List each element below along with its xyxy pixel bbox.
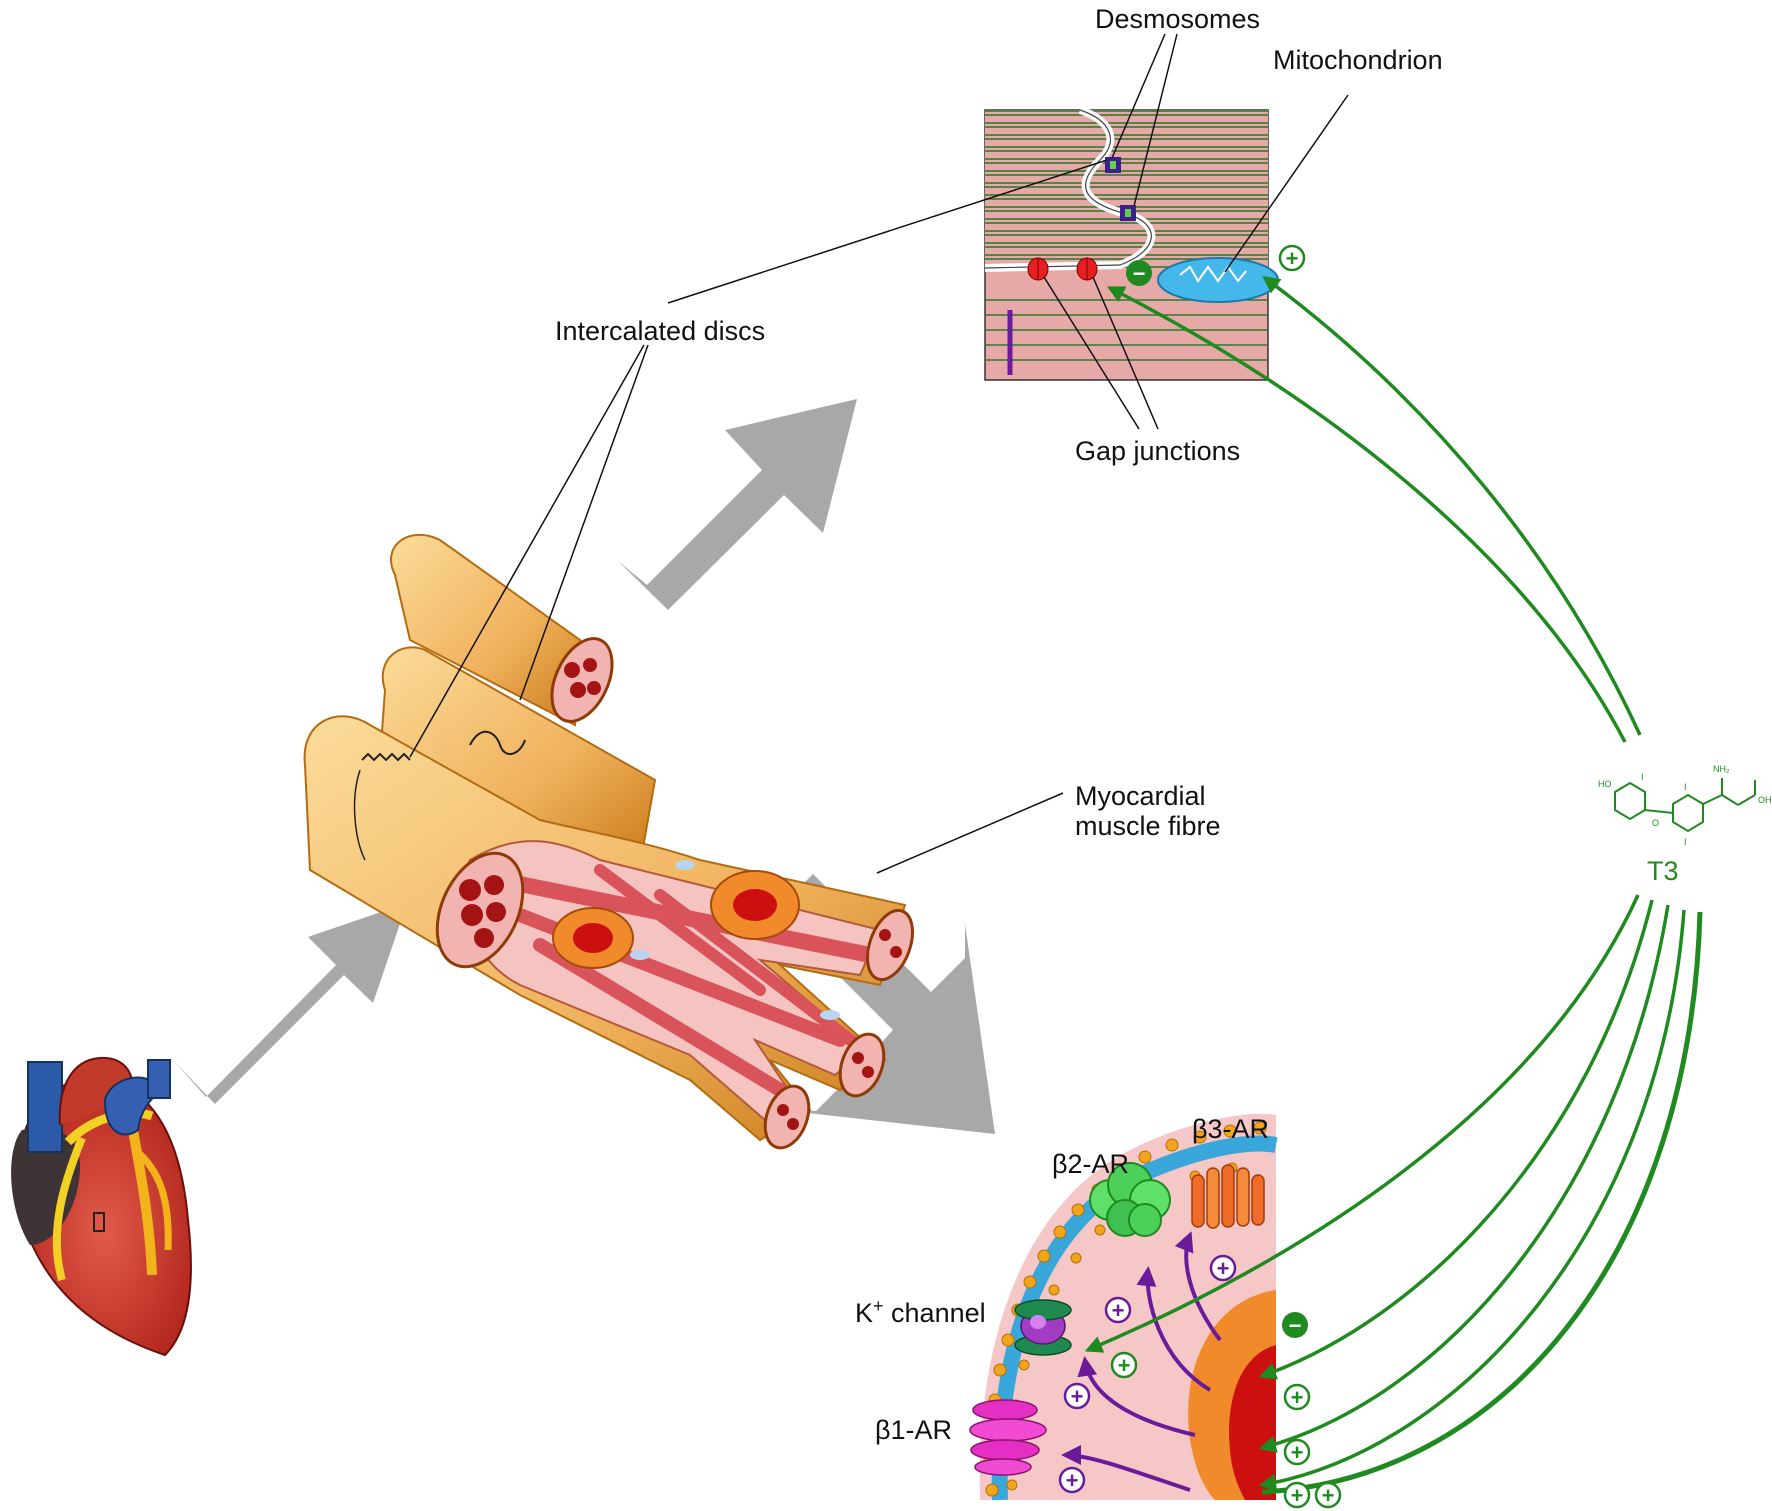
label-desmosomes: Desmosomes [1095,4,1260,34]
k-channel-icon [1014,1299,1072,1356]
t3-arrows-top [1106,275,1642,743]
gap-junction [1027,257,1049,281]
minus-text-1: − [1133,261,1146,286]
plus-minus-signs: − − + + + + + + [1058,244,1342,1509]
plus-text-p1: + [1217,1256,1230,1281]
plus-text-g4: + [1291,1440,1304,1465]
plus-text-g2: + [1118,1353,1131,1378]
minus-sign-icon-2: − [1282,1312,1308,1338]
gray-arrow-fibre-to-junctions [617,399,857,610]
myocardial-fibre [303,534,914,1150]
intercalated-disc-tissue [984,106,1279,381]
plus-sign-icon-purple-4: + [1058,1466,1086,1494]
plus-text-p2: + [1112,1298,1125,1323]
plus-sign-icon-green-6: + [1314,1481,1342,1509]
atom-nh2: NH₂ [1713,764,1730,774]
label-intercalated-discs: Intercalated discs [555,316,765,346]
minus-sign-icon-1: − [1126,260,1152,286]
plus-sign-icon-green-4: + [1283,1438,1311,1466]
gap-junction [1076,257,1098,281]
t3-arrows-bottom [1084,894,1703,1495]
label-beta2-ar: β2-AR [1052,1149,1129,1179]
plus-sign-icon-green-1: + [1278,244,1306,272]
label-gap-junctions: Gap junctions [1075,436,1240,466]
label-beta1-ar: β1-AR [875,1415,952,1445]
plus-sign-icon-purple-3: + [1063,1382,1091,1410]
plus-sign-icon-green-2: + [1110,1351,1138,1379]
atom-i-1: I [1641,772,1644,782]
label-beta3-ar: β3-AR [1192,1114,1269,1144]
plus-text-g5: + [1291,1483,1304,1508]
label-k-channel: K+ channel [855,1296,986,1328]
desmosome [1105,157,1121,173]
t3-molecule-atoms: HO O I I I NH₂ OH [1598,764,1772,847]
minus-text-2: − [1289,1313,1302,1338]
t3-molecule-icon [1614,778,1756,833]
plus-text-p4: + [1066,1468,1079,1493]
beta1-receptor-icon [969,1399,1047,1476]
beta2-receptor-icon [1089,1162,1171,1237]
atom-o: O [1652,818,1659,828]
label-mitochondrion: Mitochondrion [1273,45,1443,75]
gray-arrow-heart-to-fibre [173,903,407,1104]
purple-arrows [1061,1231,1222,1492]
atom-i-2: I [1684,782,1687,792]
label-myocardial-line2: muscle fibre [1075,811,1221,841]
label-t3: T3 [1647,856,1679,886]
atom-i-3: I [1684,837,1687,847]
plus-sign-icon-green-5: + [1283,1481,1311,1509]
beta3-receptor-icon [1191,1164,1265,1229]
label-myocardial-line1: Myocardial [1075,781,1206,811]
plus-sign-icon-purple-1: + [1209,1254,1237,1282]
mitochondrion-icon [1157,257,1279,303]
plus-text-p3: + [1071,1384,1084,1409]
heart-icon [11,1056,192,1357]
plus-text-g1: + [1286,246,1299,271]
atom-oh: OH [1758,795,1772,805]
leader-lines [409,33,1349,874]
plus-text-g3: + [1291,1385,1304,1410]
plus-sign-icon-green-3: + [1283,1383,1311,1411]
atom-ho: HO [1598,779,1612,789]
plus-text-g6: + [1322,1483,1335,1508]
desmosome [1120,205,1136,221]
plus-sign-icon-purple-2: + [1104,1296,1132,1324]
